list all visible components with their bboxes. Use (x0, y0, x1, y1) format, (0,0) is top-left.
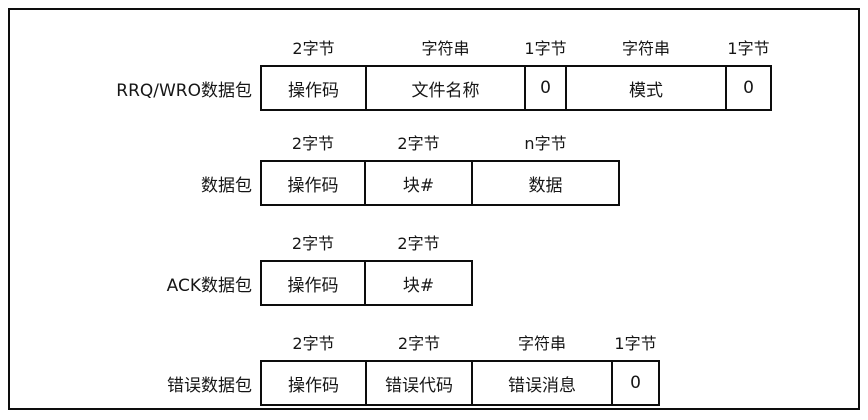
size-label: 2字节 (291, 134, 335, 153)
field-column-block: 2字节 块# (364, 130, 473, 206)
field-column-block: 2字节 块# (364, 230, 473, 306)
size-label: 2字节 (397, 234, 440, 253)
field-column-opcode: 2字节 操作码 (260, 130, 366, 206)
field-column-zero: 1字节 0 (611, 330, 660, 406)
size-label: 1字节 (614, 334, 657, 353)
row-label: RRQ/WRO数据包 (116, 80, 252, 101)
size-label: 2字节 (292, 334, 335, 353)
size-label: 2字节 (397, 334, 441, 353)
field-column-mode: 字符串 模式 (565, 35, 727, 111)
field-box: 文件名称 (365, 65, 526, 111)
field-column-filename: 字符串 文件名称 (365, 35, 526, 111)
size-label: n字节 (524, 134, 567, 153)
field-box: 块# (364, 160, 473, 206)
field-box: 操作码 (260, 160, 366, 206)
field-column-zero: 1字节 0 (524, 35, 567, 111)
field-column-errorcode: 2字节 错误代码 (365, 330, 473, 406)
row-label: ACK数据包 (166, 275, 252, 296)
field-box: 错误消息 (471, 360, 613, 406)
field-box: 操作码 (260, 260, 366, 306)
rrq-wrq-packet-row: RRQ/WRO数据包 2字节 操作码 字符串 文件名称 1字节 0 字符串 模式 (10, 35, 868, 115)
size-label: 2字节 (292, 39, 335, 58)
size-label: 2字节 (397, 134, 440, 153)
size-label: 字符串 (621, 39, 670, 58)
field-box: 模式 (565, 65, 727, 111)
field-box: 块# (364, 260, 473, 306)
size-label: 1字节 (524, 39, 567, 58)
outer-frame: RRQ/WRO数据包 2字节 操作码 字符串 文件名称 1字节 0 字符串 模式 (8, 8, 860, 410)
field-box: 0 (524, 65, 567, 111)
field-box: 错误代码 (365, 360, 473, 406)
size-label: 字符串 (517, 334, 566, 353)
field-box: 操作码 (260, 65, 367, 111)
field-column-opcode: 2字节 操作码 (260, 230, 366, 306)
field-box: 0 (611, 360, 660, 406)
field-column-opcode: 2字节 操作码 (260, 330, 367, 406)
packet-fields: 2字节 操作码 2字节 错误代码 字符串 错误消息 1字节 0 (260, 330, 660, 406)
packet-fields: 2字节 操作码 2字节 块# (260, 230, 473, 306)
packet-fields: 2字节 操作码 2字节 块# n字节 数据 (260, 130, 620, 206)
row-label: 错误数据包 (167, 375, 252, 396)
packet-fields: 2字节 操作码 字符串 文件名称 1字节 0 字符串 模式 1字节 0 (260, 35, 772, 111)
data-packet-row: 数据包 2字节 操作码 2字节 块# n字节 数据 (10, 130, 868, 210)
field-column-opcode: 2字节 操作码 (260, 35, 367, 111)
ack-packet-row: ACK数据包 2字节 操作码 2字节 块# (10, 230, 868, 310)
error-packet-row: 错误数据包 2字节 操作码 2字节 错误代码 字符串 错误消息 1字节 0 (10, 330, 868, 410)
field-column-data: n字节 数据 (471, 130, 620, 206)
size-label: 字符串 (421, 39, 470, 58)
field-box: 0 (725, 65, 772, 111)
field-column-zero: 1字节 0 (725, 35, 772, 111)
row-label: 数据包 (201, 175, 252, 196)
field-box: 操作码 (260, 360, 367, 406)
field-box: 数据 (471, 160, 620, 206)
size-label: 2字节 (291, 234, 335, 253)
field-column-errormsg: 字符串 错误消息 (471, 330, 613, 406)
size-label: 1字节 (727, 39, 770, 58)
